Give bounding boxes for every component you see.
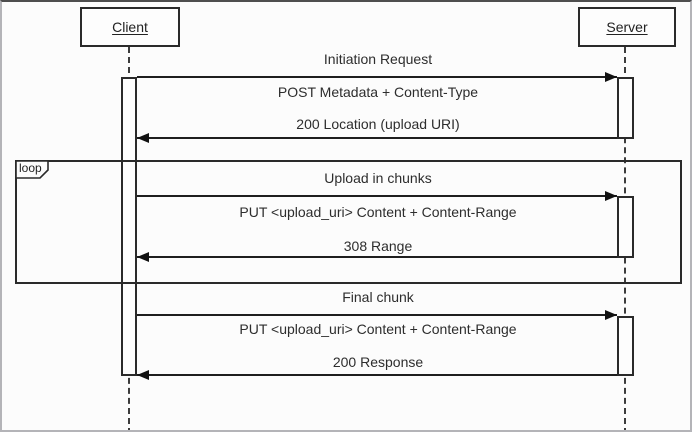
loop-operator-label: loop [19,161,42,175]
activation-bar-server [617,316,634,376]
message-group-label: Upload in chunks [324,170,432,186]
activation-bar-server [617,196,634,258]
actor-box-server: Server [578,7,676,47]
arrowhead-left-icon [137,252,149,262]
arrowhead-left-icon [137,370,149,380]
loop-operator-tag: loop [15,160,49,179]
response-message-label: 200 Location (upload URI) [296,116,460,132]
arrowhead-left-icon [137,133,149,143]
message-group-label: Initiation Request [323,51,433,67]
message-group-label: Final chunk [342,289,414,305]
request-message-label: POST Metadata + Content-Type [277,84,479,100]
arrowhead-right-icon [605,72,617,82]
request-message-line [137,195,617,197]
arrowhead-right-icon [605,310,617,320]
response-message-line [137,374,617,376]
response-message-line [137,137,617,139]
request-message-line [137,76,617,78]
activation-bar-client [121,77,137,376]
actor-label-client: Client [112,19,148,35]
arrowhead-right-icon [605,191,617,201]
request-message-label: PUT <upload_uri> Content + Content-Range [239,321,517,337]
response-message-line [137,256,617,258]
response-message-label: 308 Range [343,238,413,254]
request-message-label: PUT <upload_uri> Content + Content-Range [239,204,517,220]
response-message-label: 200 Response [332,354,424,370]
actor-box-client: Client [80,7,180,47]
actor-label-server: Server [606,19,648,35]
activation-bar-server [617,77,634,139]
request-message-line [137,314,617,316]
